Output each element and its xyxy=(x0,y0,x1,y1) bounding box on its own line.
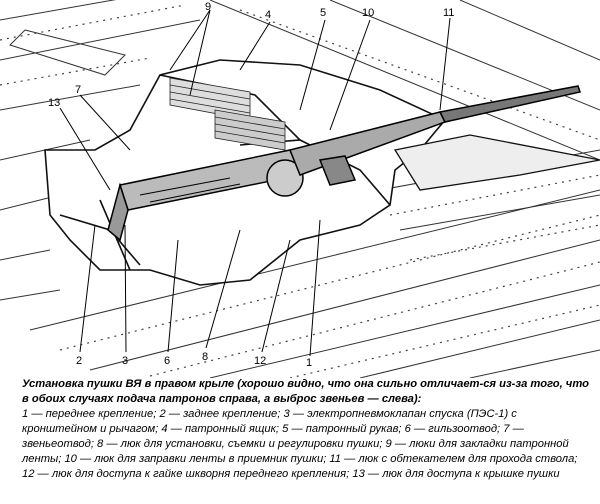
cannon xyxy=(107,85,581,242)
leader-lines xyxy=(59,9,451,357)
callout-9: 9 xyxy=(205,1,211,13)
callout-11: 11 xyxy=(443,7,454,19)
cannon-installation-drawing: 9 4 5 10 11 7 13 2 3 6 8 12 1 xyxy=(0,0,600,378)
rivet-rows xyxy=(0,4,600,378)
caption-title: Установка пушки ВЯ в правом крыле (хорош… xyxy=(22,378,589,405)
callout-8: 8 xyxy=(202,351,208,363)
callout-6: 6 xyxy=(164,355,170,367)
callout-10: 10 xyxy=(362,7,374,19)
callout-1: 1 xyxy=(306,357,312,369)
barrel-fairing xyxy=(393,134,600,191)
caption-legend: 1 — переднее крепление; 2 — заднее крепл… xyxy=(22,408,578,480)
callout-5: 5 xyxy=(320,7,326,19)
callout-12: 12 xyxy=(254,355,266,367)
callout-numbers: 9 4 5 10 11 7 13 2 3 6 8 12 1 xyxy=(48,1,454,369)
callout-7: 7 xyxy=(75,84,81,96)
figure-caption: Установка пушки ВЯ в правом крыле (хорош… xyxy=(22,377,592,482)
callout-3: 3 xyxy=(122,355,128,367)
wing-skin-lines xyxy=(0,0,600,378)
callout-4: 4 xyxy=(265,9,271,21)
callout-13: 13 xyxy=(48,97,60,109)
callout-2: 2 xyxy=(76,355,82,367)
ammo-box xyxy=(169,77,286,151)
